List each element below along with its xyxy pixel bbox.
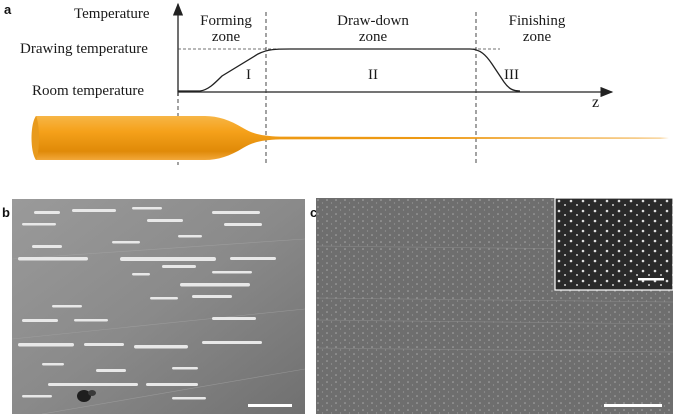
zone-ii-label: II bbox=[368, 67, 378, 83]
panel-c-letter: c bbox=[310, 205, 318, 220]
temperature-profile-curve bbox=[178, 48, 521, 92]
draw-down-zone-line1: Draw-down bbox=[337, 13, 409, 29]
sem-c-inset-scale-bar bbox=[638, 278, 664, 281]
draw-down-zone-label: Draw-down zone bbox=[325, 13, 421, 45]
draw-down-zone-line2: zone bbox=[358, 29, 388, 45]
sem-image-c bbox=[316, 198, 673, 414]
panel-a-letter: a bbox=[4, 2, 12, 17]
temperature-profile-diagram bbox=[31, 2, 669, 165]
sem-image-b bbox=[12, 199, 305, 414]
sem-c-scale-bar bbox=[604, 404, 662, 407]
fiber-preform-neckdown bbox=[33, 116, 669, 160]
sem-b-dark-particle bbox=[77, 390, 91, 402]
finishing-zone-line1: Finishing bbox=[508, 13, 566, 29]
sem-c-inset bbox=[554, 198, 673, 291]
sem-b-nanowires bbox=[18, 207, 276, 400]
x-axis-label: z bbox=[592, 94, 600, 111]
forming-zone-line1: Forming bbox=[200, 13, 252, 29]
forming-zone-line2: zone bbox=[211, 29, 241, 45]
y-axis-label: Temperature bbox=[74, 6, 150, 22]
fiber-preform-end bbox=[31, 116, 39, 160]
sem-b-scale-bar bbox=[248, 404, 292, 407]
room-temperature-label: Room temperature bbox=[32, 83, 145, 99]
zone-iii-label: III bbox=[504, 67, 519, 83]
finishing-zone-label: Finishing zone bbox=[493, 13, 581, 45]
finishing-zone-line2: zone bbox=[522, 29, 552, 45]
panel-b-letter: b bbox=[2, 205, 10, 220]
drawing-temperature-label: Drawing temperature bbox=[20, 41, 148, 57]
sem-b-dark-particle-halo bbox=[88, 390, 96, 396]
sem-image-c-graphic bbox=[316, 198, 673, 414]
sem-b-scratches bbox=[12, 238, 305, 414]
forming-zone-label: Forming zone bbox=[187, 13, 265, 45]
zone-i-label: I bbox=[246, 67, 251, 83]
sem-image-b-graphic bbox=[12, 199, 305, 414]
